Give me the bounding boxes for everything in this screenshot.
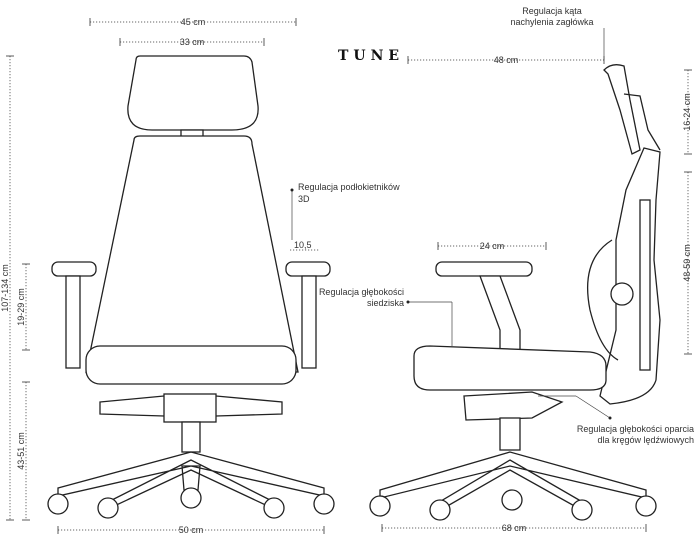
side-view-chair [369,64,661,521]
side-seat-depth-label-2: siedziska [367,298,404,308]
side-lumbar-knob [610,282,634,306]
side-gas-lift [499,417,521,451]
front-headrest [127,55,259,131]
side-caster-4 [571,499,593,521]
side-caster-1 [369,495,391,517]
front-view-chair [47,55,335,519]
side-dimensions [381,28,692,532]
front-mechanism-block [163,393,217,423]
side-back-rail [639,199,651,371]
side-caster-2 [429,499,451,521]
front-dimensions [6,18,325,534]
front-backrest [85,135,299,373]
front-headrest-inner-width-label: 33 cm [180,37,205,47]
front-armrest-right-post [301,275,317,369]
side-armrest-depth-label: 24 cm [480,241,505,251]
front-gas-lift [181,421,201,453]
side-backrest [599,147,661,405]
front-total-height-label: 107-134 cm [0,264,10,312]
side-mechanism [463,391,564,421]
side-back-depth-label: 48 cm [494,55,519,65]
front-caster-4 [263,497,285,519]
front-caster-1 [47,493,69,515]
side-headrest-bracket [623,93,661,151]
front-caster-2 [97,497,119,519]
side-caster-3 [501,489,523,511]
brand-title: TUNE [338,48,404,64]
front-armrest-adjust-label-2: 3D [298,194,310,204]
front-armrest-adjust-label-1: Regulacja podłokietników [298,182,400,192]
front-headrest-width-label: 45 cm [181,17,206,27]
side-headrest [603,64,641,155]
side-caster-5 [635,495,657,517]
front-armrest-offset-label: 10,5 [294,240,312,250]
side-back-height-label: 48-59 cm [682,244,692,282]
front-armrest-height-label: 19-29 cm [16,288,26,326]
front-base-width-label: 50 cm [179,525,204,535]
front-seat-height-label: 43-51 cm [16,432,26,470]
side-headrest-tilt-label-2: nachylenia zagłówka [510,17,593,27]
side-lumbar-label-2: dla kręgów lędźwiowych [597,435,694,445]
side-back-frame [587,239,619,361]
front-caster-3 [180,487,202,509]
side-headrest-height-label: 16-24 cm [682,93,692,131]
side-base-depth-label: 68 cm [502,523,527,533]
side-seat-depth-label-1: Regulacja głębokości [319,287,404,297]
front-armrest-left-pad [51,261,97,277]
side-lumbar-label-1: Regulacja głębokości oparcia [577,424,694,434]
front-seat [85,345,297,385]
front-caster-5 [313,493,335,515]
front-armrest-left-post [65,275,81,369]
side-headrest-tilt-label-1: Regulacja kąta [522,6,582,16]
front-armrest-right-pad [285,261,331,277]
side-seat [413,345,607,391]
side-armrest-pad [435,261,533,277]
